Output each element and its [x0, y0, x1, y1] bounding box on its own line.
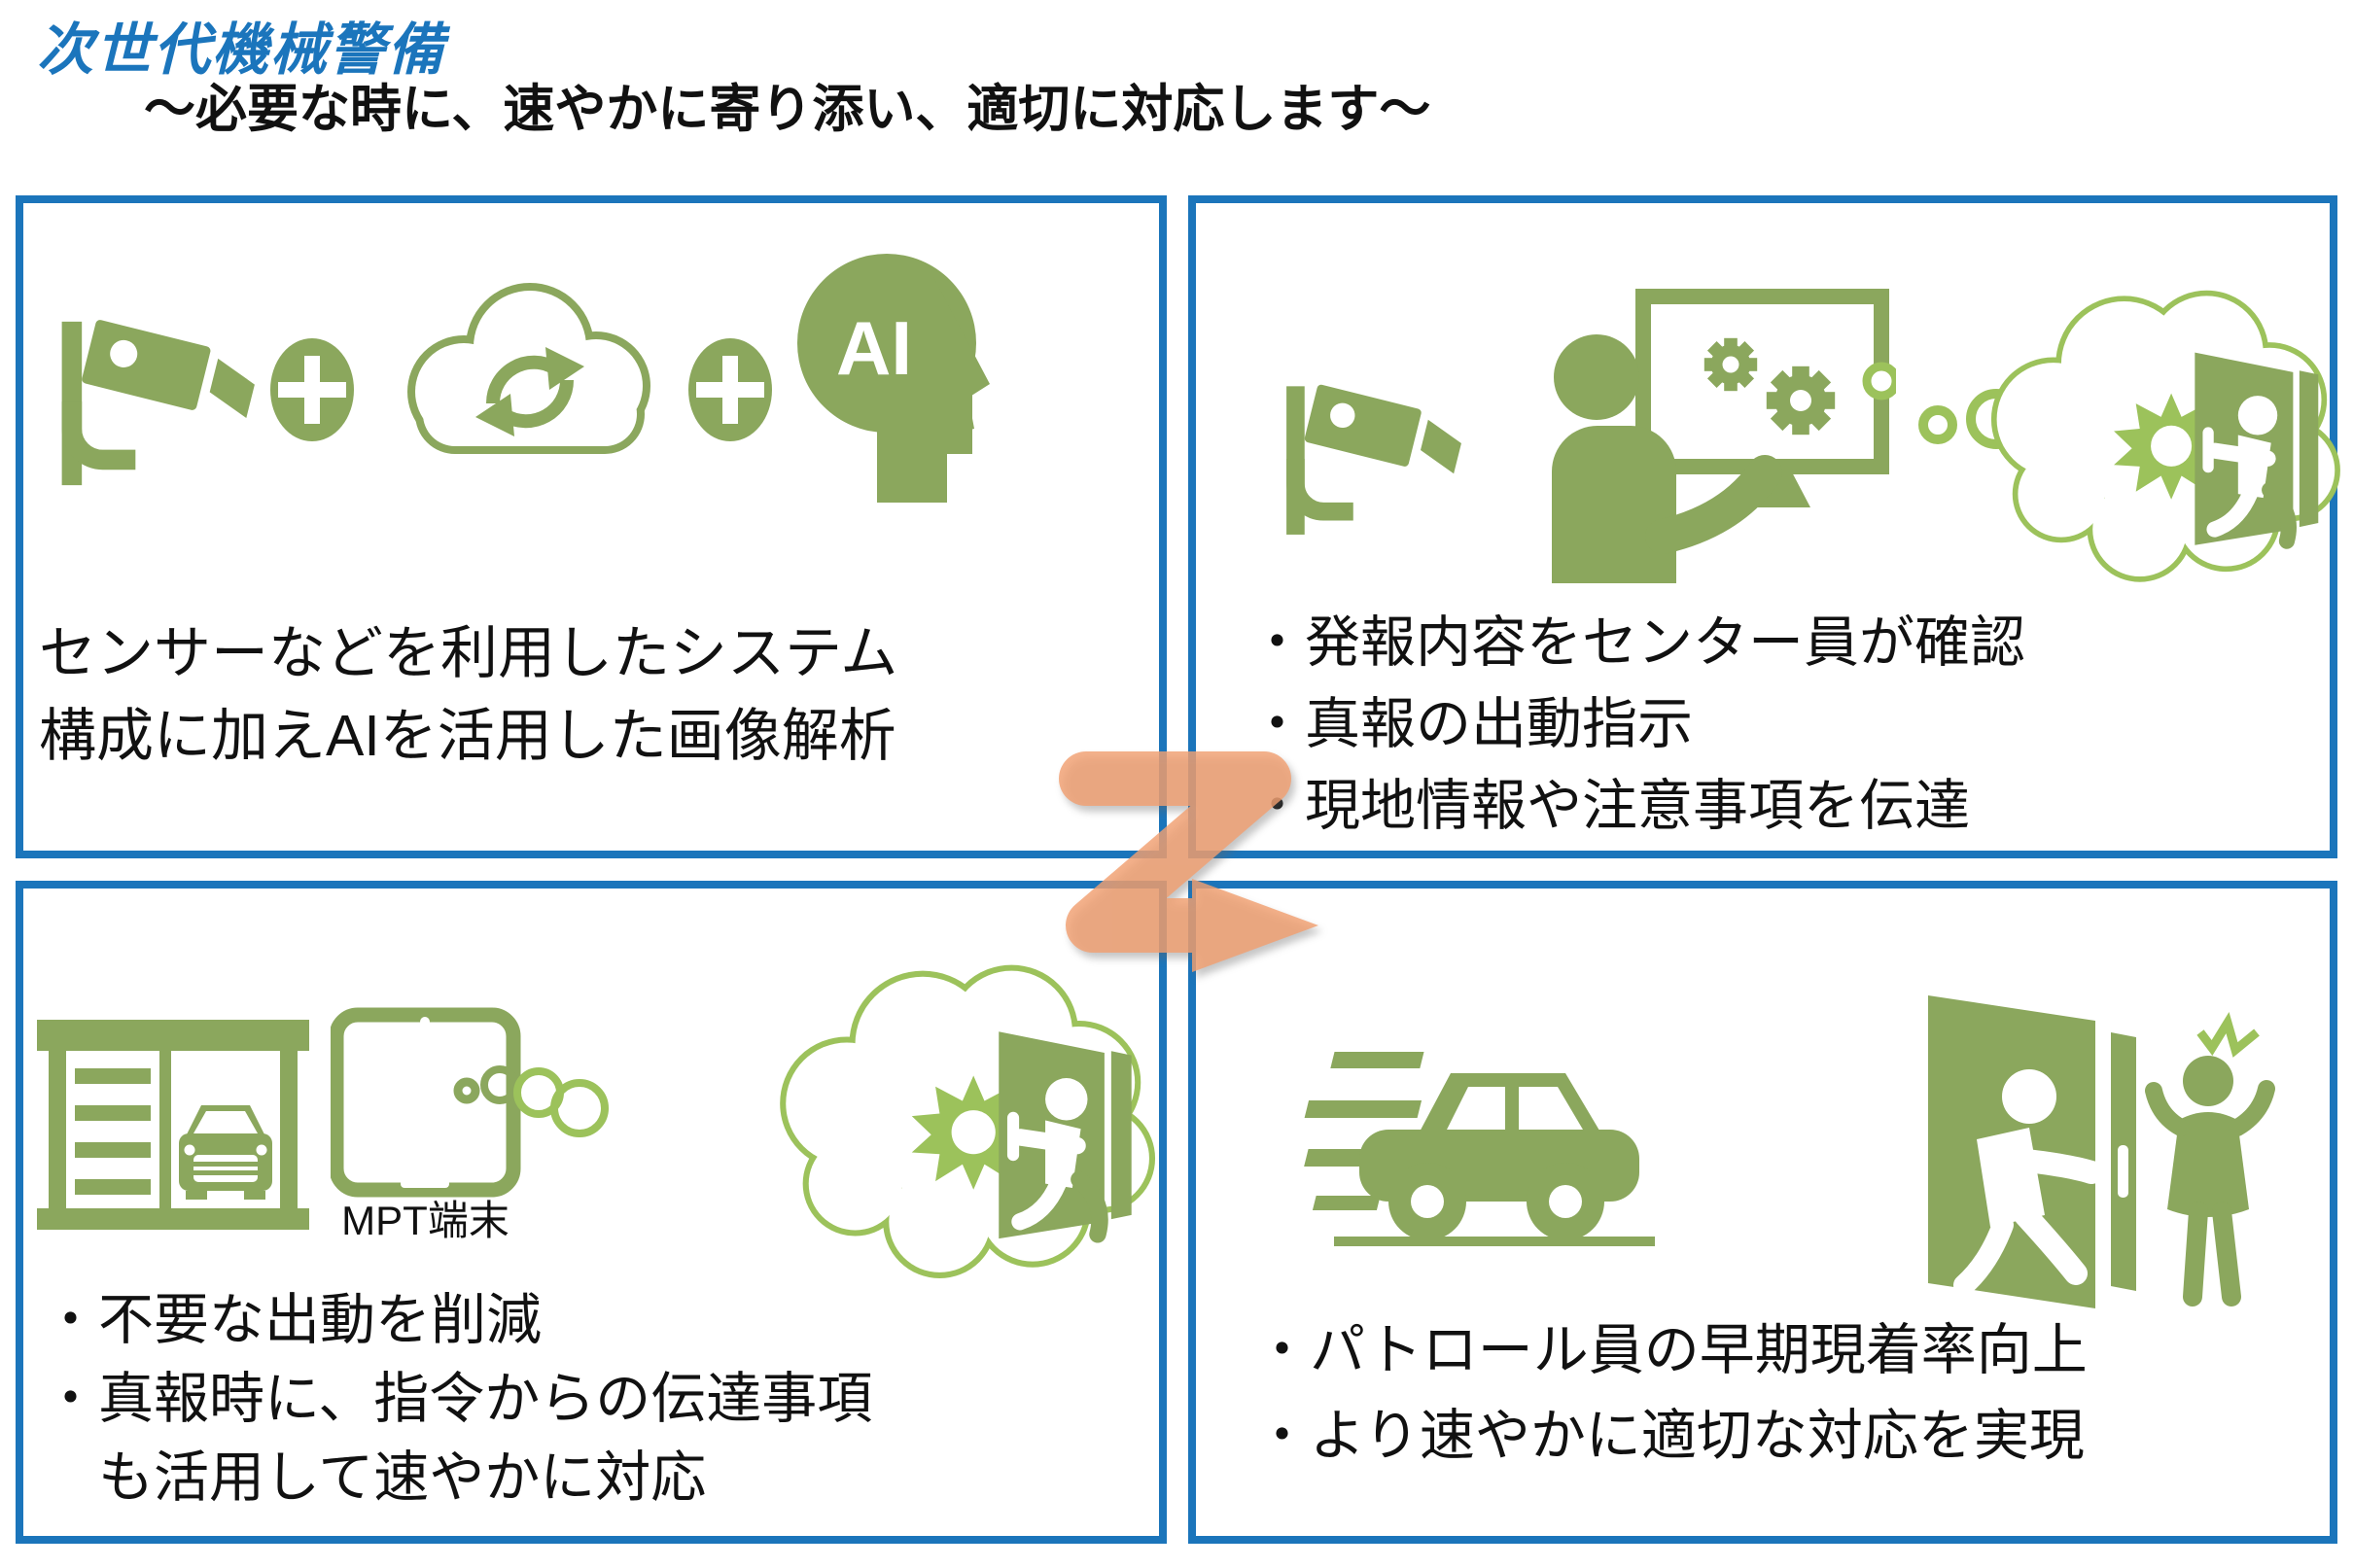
- door-intruder-surprise-icon: [1928, 995, 2275, 1308]
- page-title: 次世代機械警備: [37, 18, 446, 82]
- bullet-line: ・不要な出動を削減: [43, 1289, 542, 1351]
- mpt-tablet-icon: [331, 1007, 609, 1198]
- garage-car-icon: [37, 1020, 309, 1230]
- ai-head-icon: AI: [797, 254, 990, 503]
- caption-line: 構成に加えAIを活用した画像解析: [39, 703, 896, 768]
- panel-dispatch-reduction: MPT端末: [16, 881, 1167, 1544]
- ai-label: AI: [836, 305, 912, 391]
- bullet-line: も活用して速やかに対応: [43, 1446, 707, 1509]
- thought-cloud-intruder-icon: [780, 964, 1156, 1279]
- bullet-line: ・より速やかに適切な対応を実現: [1254, 1405, 2085, 1468]
- z-flow-arrow: [1059, 751, 1318, 972]
- bullet-line: ・パトロール員の早期現着率向上: [1254, 1319, 2088, 1381]
- bullet-line: ・真報の出動指示: [1249, 692, 1693, 755]
- response-bullets: ・パトロール員の早期現着率向上 ・より速やかに適切な対応を実現: [1254, 1307, 2088, 1480]
- tablet-label: MPT端末: [341, 1198, 509, 1243]
- plus-icon: [688, 338, 772, 441]
- panel-ai-detection: AI センサーなどを利用したシステム 構成に加えAIを活用した画像解析: [16, 195, 1167, 858]
- cctv-camera-icon: [1286, 384, 1461, 535]
- operator-monitor-icon: [1552, 289, 1896, 583]
- bullet-line: ・発報内容をセンター員が確認: [1249, 611, 2025, 674]
- bullet-line: ・真報時に、指令からの伝達事項: [43, 1367, 873, 1430]
- panel-rapid-response: ・パトロール員の早期現着率向上 ・より速やかに適切な対応を実現: [1188, 881, 2337, 1544]
- panel-center-confirmation: ・発報内容をセンター員が確認 ・真報の出動指示 ・現地情報や注意事項を伝達: [1188, 195, 2340, 858]
- page-subtitle: ～必要な時に、速やかに寄り添い、適切に対応します～: [144, 81, 1431, 138]
- detection-caption: センサーなどを利用したシステム 構成に加えAIを活用した画像解析: [39, 612, 897, 778]
- plus-icon: [270, 338, 354, 441]
- center-bullets: ・発報内容をセンター員が確認 ・真報の出動指示 ・現地情報や注意事項を伝達: [1249, 603, 2025, 847]
- dispatch-bullets: ・不要な出動を削減 ・真報時に、指令からの伝達事項 も活用して速やかに対応: [43, 1281, 872, 1517]
- cctv-camera-icon: [61, 320, 255, 486]
- bullet-line: ・現地情報や注意事項を伝達: [1249, 774, 1970, 837]
- thought-cloud-intruder-icon: [1990, 290, 2340, 582]
- cloud-sync-icon: [407, 283, 650, 454]
- speeding-car-icon: [1304, 1052, 1655, 1246]
- caption-line: センサーなどを利用したシステム: [39, 621, 898, 685]
